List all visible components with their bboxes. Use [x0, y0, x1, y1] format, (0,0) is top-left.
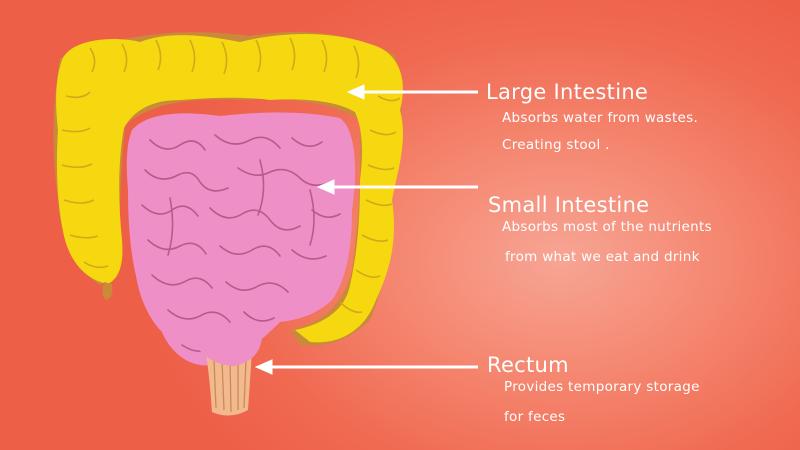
large-intestine-shadow	[53, 31, 402, 346]
rectum-description-line2: for feces	[504, 409, 566, 425]
rectum-arrowhead	[254, 359, 273, 375]
small-intestine-arrowhead	[316, 179, 335, 195]
small-intestine-title: Small Intestine	[488, 193, 650, 217]
appendix	[102, 282, 113, 300]
small-intestine-folds	[141, 134, 341, 353]
small-intestine-description-line1: Absorbs most of the nutrients	[502, 219, 712, 235]
small-intestine-description-line2: from what we eat and drink	[505, 249, 700, 265]
bladder-like-pouch	[188, 325, 262, 366]
large-intestine-haustra	[61, 37, 401, 314]
rectum-description-line1: Provides temporary storage	[504, 379, 700, 395]
large-intestine-description-line2: Creating stool .	[502, 137, 610, 153]
pointer-arrows	[254, 84, 478, 375]
large-intestine-title: Large Intestine	[486, 80, 649, 104]
large-intestine-description-line1: Absorbs water from wastes.	[502, 110, 699, 126]
rectum-title: Rectum	[487, 353, 569, 377]
rectum-folds	[213, 359, 247, 413]
large-intestine-arrowhead	[346, 84, 365, 100]
rectum	[206, 352, 252, 416]
large-intestine	[56, 34, 403, 343]
